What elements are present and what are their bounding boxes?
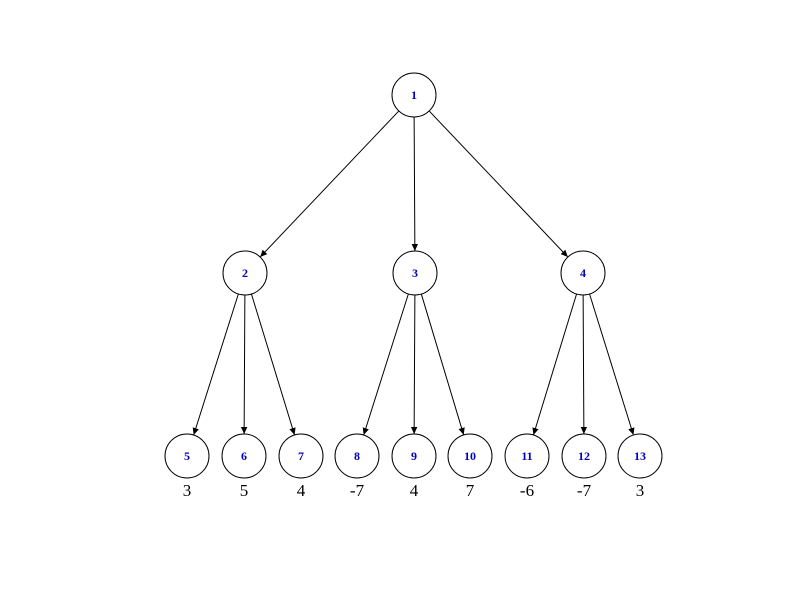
node-circle[interactable]: [221, 433, 267, 479]
node-label: 9: [411, 449, 417, 463]
node-label: 12: [578, 449, 590, 463]
leaf-value-8: -7: [350, 481, 365, 500]
node-label: 8: [354, 449, 360, 463]
node-circle[interactable]: [561, 433, 607, 479]
node-label: 2: [242, 266, 248, 280]
arrow-head-icon: [458, 427, 465, 435]
node-label: 4: [580, 266, 586, 280]
node-circle[interactable]: [278, 433, 324, 479]
leaf-value-7: 4: [297, 481, 306, 500]
edge-n2-n6: [240, 294, 248, 435]
graph-node-3[interactable]: 3: [392, 250, 438, 296]
edge-n3-n10: [420, 293, 465, 436]
arrow-head-icon: [532, 427, 539, 435]
node-circle[interactable]: [222, 250, 268, 296]
arrow-head-icon: [560, 249, 568, 258]
graph-node-10[interactable]: 10: [447, 433, 493, 479]
edge-n4-n12: [580, 294, 588, 435]
arrow-head-icon: [410, 426, 418, 435]
leaf-value-13: 3: [636, 481, 645, 500]
edge-n2-n7: [250, 293, 296, 436]
node-circle[interactable]: [391, 72, 437, 118]
node-circle[interactable]: [617, 433, 663, 479]
arrow-head-icon: [289, 427, 296, 435]
node-label: 13: [634, 449, 646, 463]
edges-layer: [192, 110, 635, 436]
node-circle[interactable]: [392, 250, 438, 296]
node-circle[interactable]: [164, 433, 210, 479]
edge-n4-n11: [532, 293, 578, 436]
node-circle[interactable]: [560, 250, 606, 296]
graph-node-13[interactable]: 13: [617, 433, 663, 479]
node-label: 1: [411, 88, 417, 102]
node-label: 6: [241, 449, 247, 463]
arrow-head-icon: [580, 426, 588, 435]
edge-n1-n3: [411, 116, 419, 252]
arrow-head-icon: [362, 427, 369, 436]
node-circle[interactable]: [447, 433, 493, 479]
edge-n3-n9: [410, 294, 418, 435]
arrow-head-icon: [628, 427, 635, 435]
graph-node-12[interactable]: 12: [561, 433, 607, 479]
node-label: 5: [184, 449, 190, 463]
edge-n3-n8: [362, 293, 409, 436]
graph-node-5[interactable]: 5: [164, 433, 210, 479]
leaf-value-6: 5: [240, 481, 249, 500]
graph-node-2[interactable]: 2: [222, 250, 268, 296]
node-circle[interactable]: [504, 433, 550, 479]
graph-node-8[interactable]: 8: [334, 433, 380, 479]
edge-n2-n5: [192, 293, 239, 436]
node-circle[interactable]: [334, 433, 380, 479]
graph-node-6[interactable]: 6: [221, 433, 267, 479]
arrow-head-icon: [260, 249, 268, 258]
edge-n1-n2: [259, 110, 400, 258]
leaf-value-9: 4: [410, 481, 419, 500]
edge-n1-n4: [428, 110, 569, 258]
leaf-value-12: -7: [577, 481, 592, 500]
leaf-values-layer: 3 5 4 -7 4 7 -6 -7 3: [183, 481, 645, 500]
graph-node-1[interactable]: 1: [391, 72, 437, 118]
arrow-head-icon: [411, 243, 419, 252]
node-label: 3: [412, 266, 418, 280]
edge-n4-n13: [589, 293, 635, 436]
graph-node-4[interactable]: 4: [560, 250, 606, 296]
node-label: 7: [298, 449, 304, 463]
graph-node-7[interactable]: 7: [278, 433, 324, 479]
node-circle[interactable]: [391, 433, 437, 479]
graph-node-11[interactable]: 11: [504, 433, 550, 479]
graph-node-9[interactable]: 9: [391, 433, 437, 479]
leaf-value-11: -6: [520, 481, 534, 500]
arrow-head-icon: [240, 426, 248, 435]
node-label: 10: [464, 449, 476, 463]
leaf-value-5: 3: [183, 481, 192, 500]
node-label: 11: [521, 449, 532, 463]
arrow-head-icon: [192, 427, 199, 436]
leaf-value-10: 7: [466, 481, 475, 500]
